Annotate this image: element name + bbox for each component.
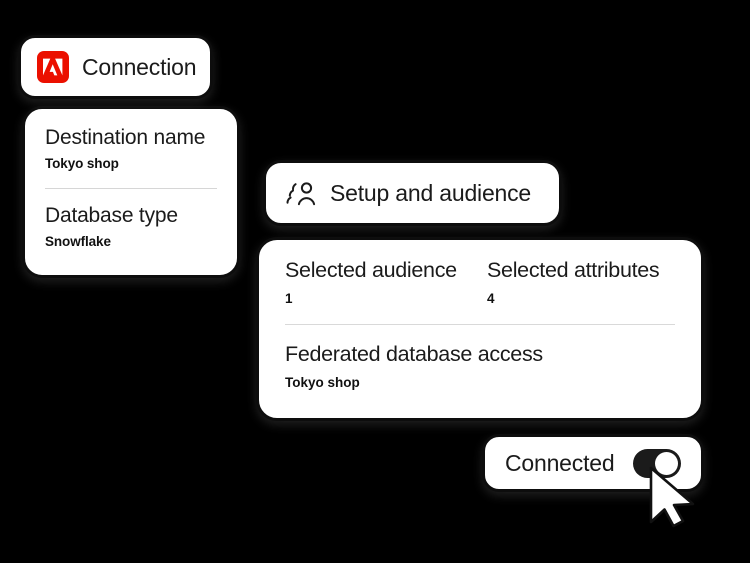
federated-database-access-label: Federated database access (285, 342, 543, 366)
selected-attributes-stat: Selected attributes 4 (487, 258, 660, 306)
toggle-knob (655, 451, 678, 475)
summary-divider (285, 324, 675, 325)
adobe-logo-icon (37, 51, 69, 83)
destination-details-card: Destination name Tokyo shop Database typ… (22, 106, 240, 278)
audience-summary-card: Selected audience 1 Selected attributes … (256, 237, 704, 421)
selected-audience-value: 1 (285, 291, 293, 306)
destination-name-value: Tokyo shop (45, 156, 119, 172)
destination-name-label: Destination name (45, 126, 206, 149)
selected-audience-label: Selected audience (285, 258, 457, 282)
connected-label: Connected (505, 449, 615, 476)
database-type-label: Database type (45, 204, 178, 228)
federated-database-access-value: Tokyo shop (285, 375, 360, 390)
selected-attributes-value: 4 (487, 291, 495, 306)
federated-database-access-field: Federated database access Tokyo shop (285, 342, 675, 390)
audience-icon (286, 180, 316, 206)
connection-card[interactable]: Connection (18, 35, 213, 99)
database-type-value: Snowflake (45, 234, 111, 250)
selected-audience-stat: Selected audience 1 (285, 258, 487, 306)
destination-divider (45, 188, 217, 190)
destination-name-field: Destination name Tokyo shop (45, 126, 217, 172)
setup-and-audience-card[interactable]: Setup and audience (263, 160, 562, 226)
database-type-field: Database type Snowflake (45, 204, 217, 250)
connection-title: Connection (82, 53, 197, 80)
summary-stats-row: Selected audience 1 Selected attributes … (285, 258, 675, 306)
connected-toggle[interactable] (633, 448, 681, 478)
setup-and-audience-title: Setup and audience (330, 179, 532, 206)
selected-attributes-label: Selected attributes (487, 258, 660, 282)
connected-status-card[interactable]: Connected (482, 434, 704, 492)
